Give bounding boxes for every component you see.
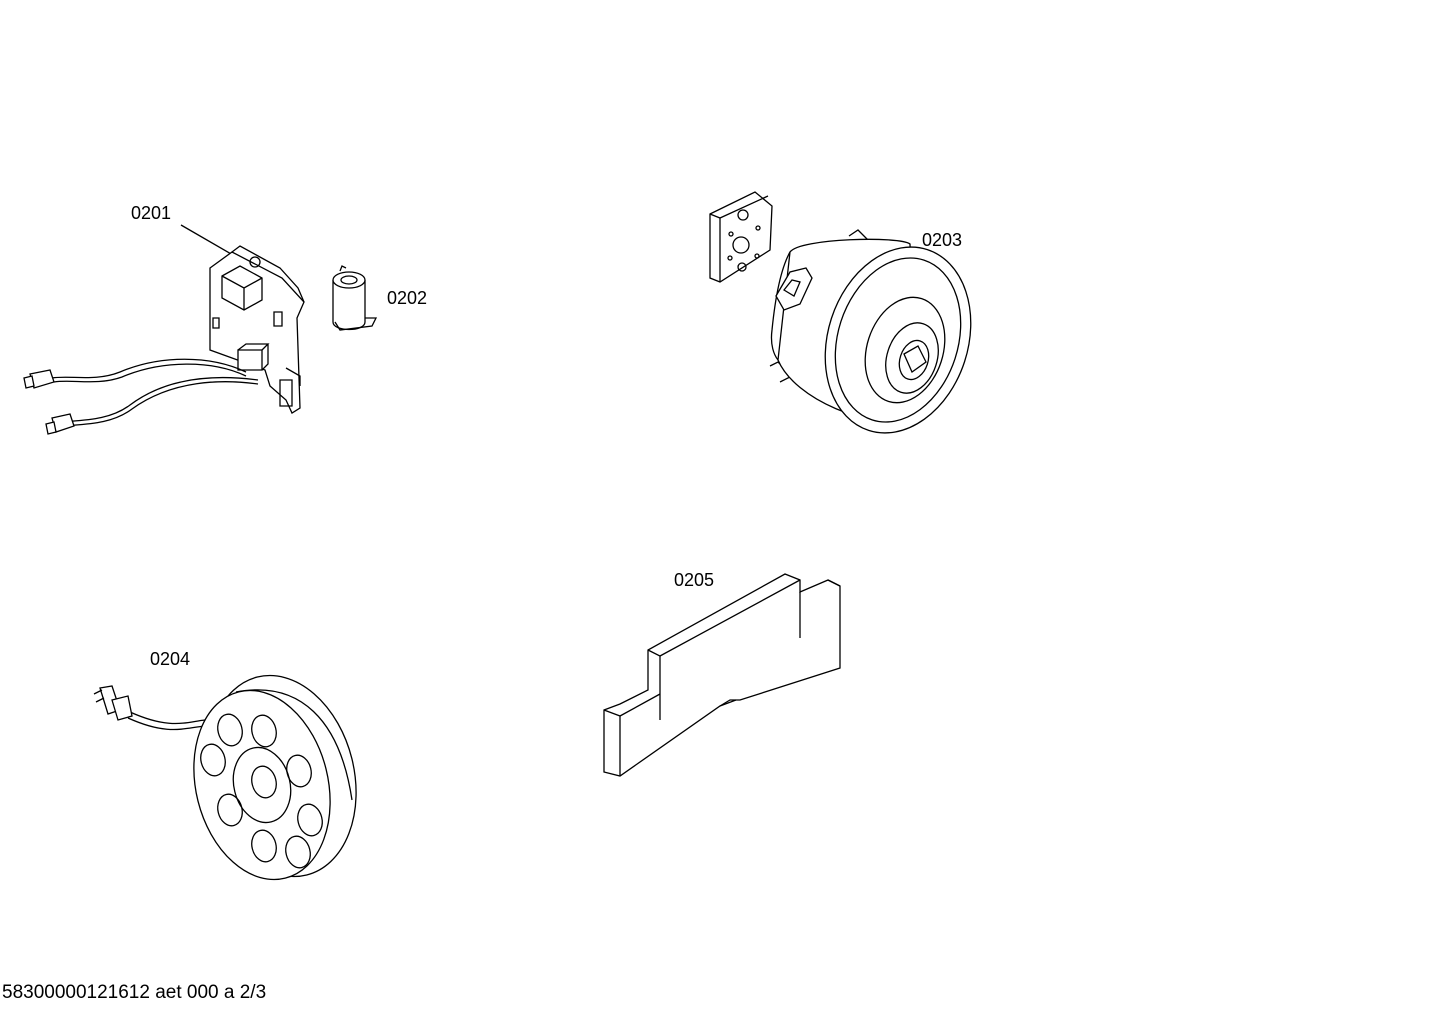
part-0201-circuit-board[interactable] [24,225,304,434]
part-label-0201: 0201 [131,203,172,223]
part-0204-cable-reel[interactable] [94,660,377,895]
part-label-0204: 0204 [150,649,191,669]
part-label-0202: 0202 [387,288,428,308]
drawing-reference-footer: 58300000121612 aet 000 a 2/3 [2,982,267,1003]
part-label-0205: 0205 [674,570,715,590]
part-label-0203: 0203 [922,230,963,250]
part-0203-motor[interactable] [710,192,994,452]
part-0205-foam-block[interactable] [604,574,840,776]
part-0202-capacitor[interactable] [333,266,376,330]
